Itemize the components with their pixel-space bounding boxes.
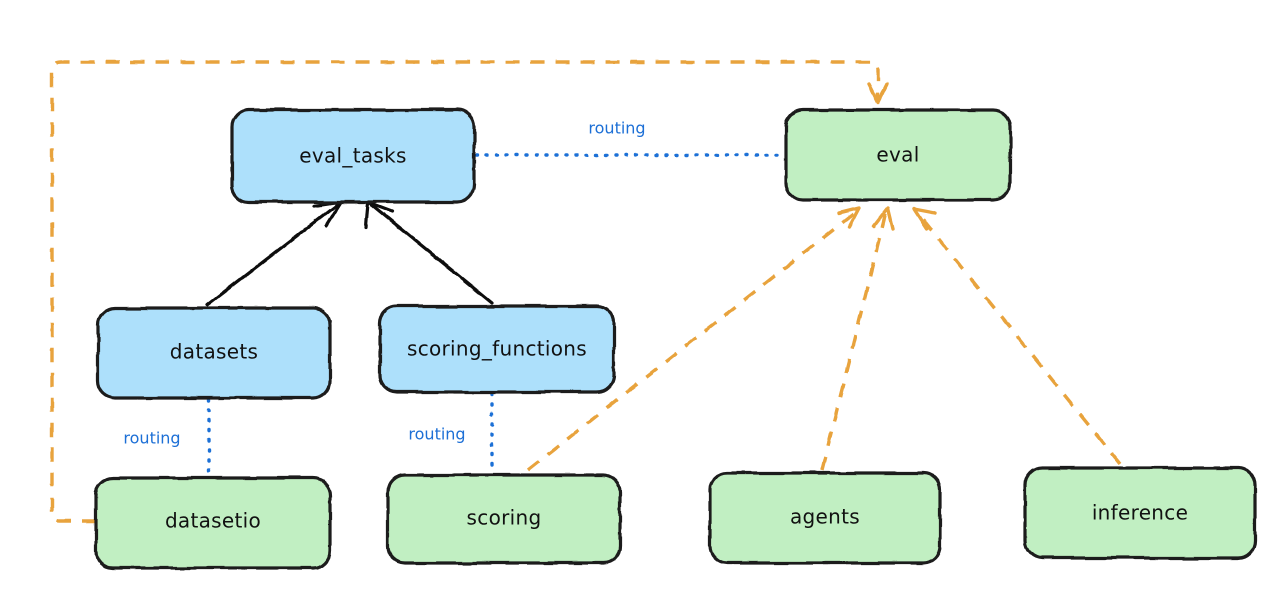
node-inference-label: inference (1092, 501, 1188, 525)
node-agents-label: agents (790, 505, 860, 529)
edge-label-routing-scoring_functions-scoring: routing (408, 425, 465, 444)
edge-inference-to-eval (912, 207, 1122, 466)
node-datasets-label: datasets (170, 340, 258, 364)
node-scoring-label: scoring (467, 506, 542, 530)
node-scoring[interactable]: scoring (386, 473, 622, 565)
edge-label-routing-datasets-datasetio: routing (123, 429, 180, 448)
edge-agents-to-eval (820, 206, 895, 471)
node-layer: eval_tasks eval datasets scoring_functio… (94, 108, 1257, 570)
node-agents[interactable]: agents (708, 471, 942, 565)
edge-scoring_functions-to-eval_tasks (364, 200, 494, 305)
node-eval_tasks-label: eval_tasks (299, 144, 406, 168)
edge-label-layer: routing routing routing (123, 119, 645, 448)
edge-datasets-to-eval_tasks (205, 200, 343, 307)
edge-scoring-to-eval (526, 206, 861, 472)
node-datasets[interactable]: datasets (96, 306, 332, 400)
edge-layer (50, 60, 1122, 523)
node-eval-label: eval (876, 143, 919, 167)
node-eval[interactable]: eval (784, 108, 1012, 202)
node-scoring_functions-label: scoring_functions (407, 337, 587, 361)
node-eval_tasks[interactable]: eval_tasks (230, 108, 476, 204)
edge-label-routing-eval_tasks-eval: routing (588, 119, 645, 138)
node-datasetio[interactable]: datasetio (94, 476, 332, 570)
node-scoring_functions[interactable]: scoring_functions (378, 304, 616, 394)
node-inference[interactable]: inference (1023, 466, 1257, 560)
edge-datasetio-to-eval (50, 60, 889, 523)
node-datasetio-label: datasetio (165, 509, 261, 533)
